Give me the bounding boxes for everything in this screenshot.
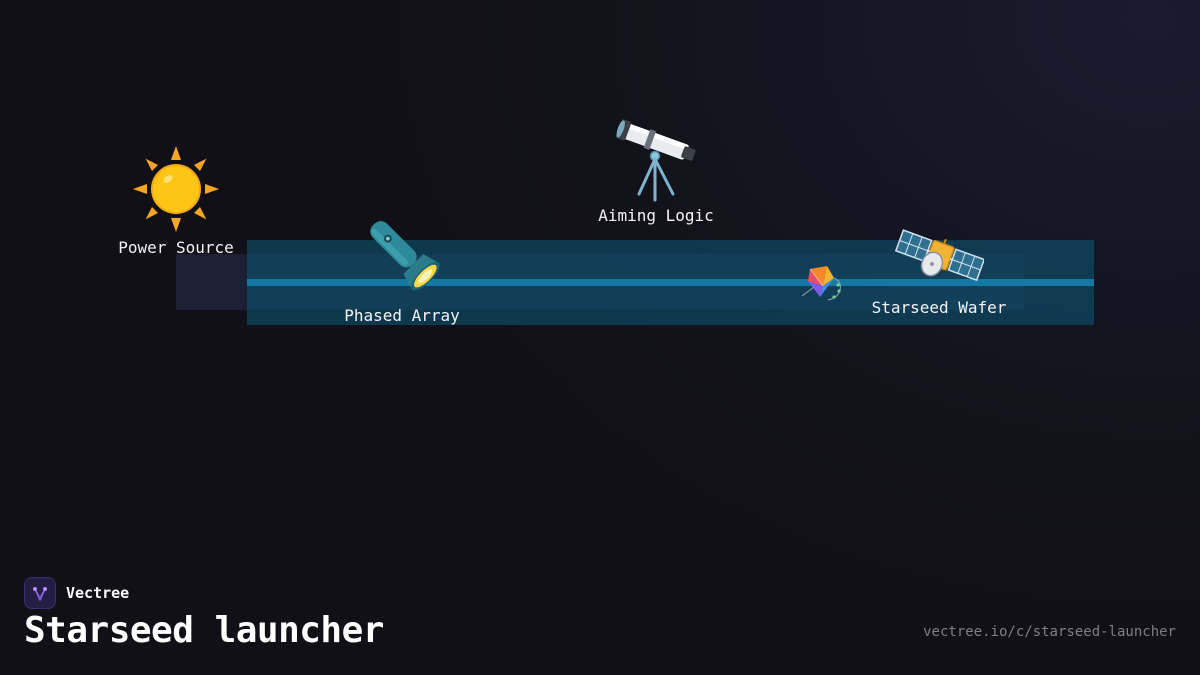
node-label: Starseed Wafer bbox=[871, 298, 1007, 317]
satellite-icon bbox=[894, 226, 984, 290]
brand-name: Vectree bbox=[66, 584, 130, 602]
node-power-source: Power Source bbox=[106, 144, 246, 257]
node-starseed-wafer: Starseed Wafer bbox=[859, 226, 1019, 317]
telescope-icon bbox=[611, 116, 701, 202]
node-label: Aiming Logic bbox=[598, 206, 714, 225]
brand: Vectree bbox=[24, 577, 129, 609]
node-phased-array: Phased Array bbox=[332, 214, 472, 325]
node-label: Phased Array bbox=[344, 306, 460, 325]
page-url[interactable]: vectree.io/c/starseed-launcher bbox=[923, 624, 1176, 640]
vectree-logo-icon bbox=[24, 577, 56, 609]
kite-icon bbox=[800, 262, 850, 306]
flashlight-icon bbox=[357, 214, 447, 300]
node-label: Power Source bbox=[118, 238, 234, 257]
beam-line bbox=[247, 279, 1094, 286]
page-title: Starseed launcher bbox=[24, 610, 384, 651]
node-aiming-logic: Aiming Logic bbox=[586, 116, 726, 225]
sun-icon bbox=[131, 144, 221, 234]
node-kite bbox=[800, 262, 850, 306]
